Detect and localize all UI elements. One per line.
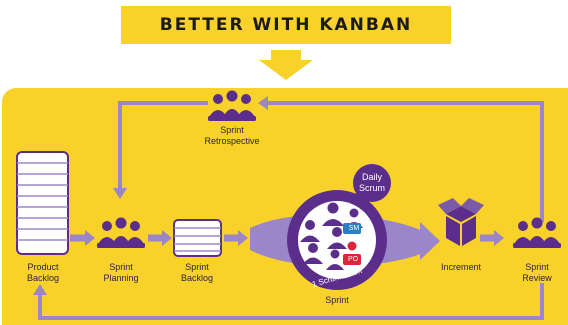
product-backlog-label: Product Backlog xyxy=(26,262,60,283)
top-feedback-loop xyxy=(113,96,544,222)
arrow-sprint-backlog-to-sprint xyxy=(224,230,248,246)
sprint-retrospective-label: Sprint Retrospective xyxy=(204,125,260,146)
sprint-review-icon xyxy=(513,217,561,248)
title-text: BETTER WITH KANBAN xyxy=(159,15,413,35)
arrow-planning-to-sprint-backlog xyxy=(148,230,172,246)
po-badge-label: PO xyxy=(347,256,359,263)
sprint-planning-label: Sprint Planning xyxy=(103,262,139,283)
increment-box-icon xyxy=(438,198,484,246)
product-backlog-icon xyxy=(16,151,69,255)
product-owner-icon xyxy=(343,241,361,265)
bottom-feedback-loop xyxy=(33,283,544,320)
scrum-master-icon xyxy=(343,208,363,234)
down-arrow-icon xyxy=(259,50,313,80)
daily-scrum-bubble xyxy=(353,164,391,202)
sm-badge-label: SM xyxy=(348,225,360,232)
increment-label: Increment xyxy=(440,262,482,272)
sprint-backlog-label: Sprint Backlog xyxy=(180,262,214,283)
sprint-planning-icon xyxy=(97,217,145,248)
title-banner: BETTER WITH KANBAN xyxy=(121,6,451,44)
sprint-retrospective-icon xyxy=(208,90,256,121)
daily-scrum-label: Daily Scrum xyxy=(358,172,385,193)
arrow-backlog-to-planning xyxy=(70,230,95,246)
sprint-label: Sprint xyxy=(325,295,349,305)
sprint-backlog-icon xyxy=(173,219,222,257)
sprint-review-label: Sprint Review xyxy=(522,262,552,283)
arrow-increment-to-review xyxy=(480,230,504,246)
scrum-team-members-icon xyxy=(300,202,347,270)
